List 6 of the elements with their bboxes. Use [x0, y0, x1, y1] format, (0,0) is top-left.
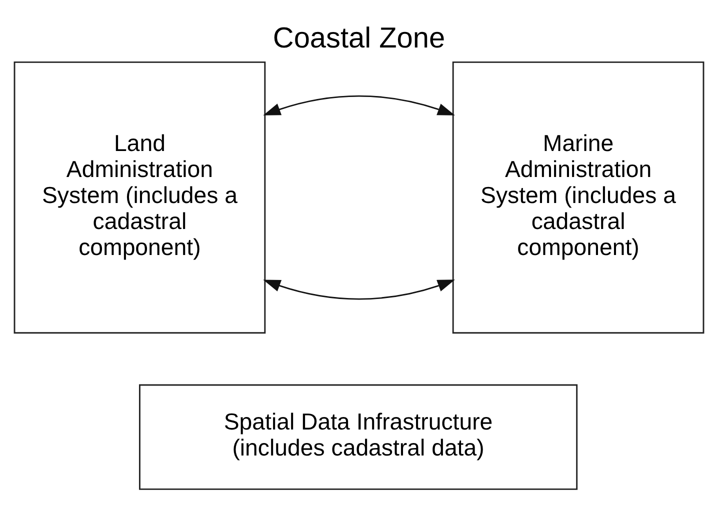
arrow [263, 95, 455, 116]
node-box: Spatial Data Infrastructure (includes cadastral data) [138, 384, 578, 490]
diagram-title: Coastal Zone [272, 22, 446, 55]
arrow [263, 280, 455, 300]
node-box: Land Administration System (includes a cadastral component) [14, 62, 266, 334]
node-box: Marine Administration System (includes a cadastral component) [452, 62, 704, 334]
